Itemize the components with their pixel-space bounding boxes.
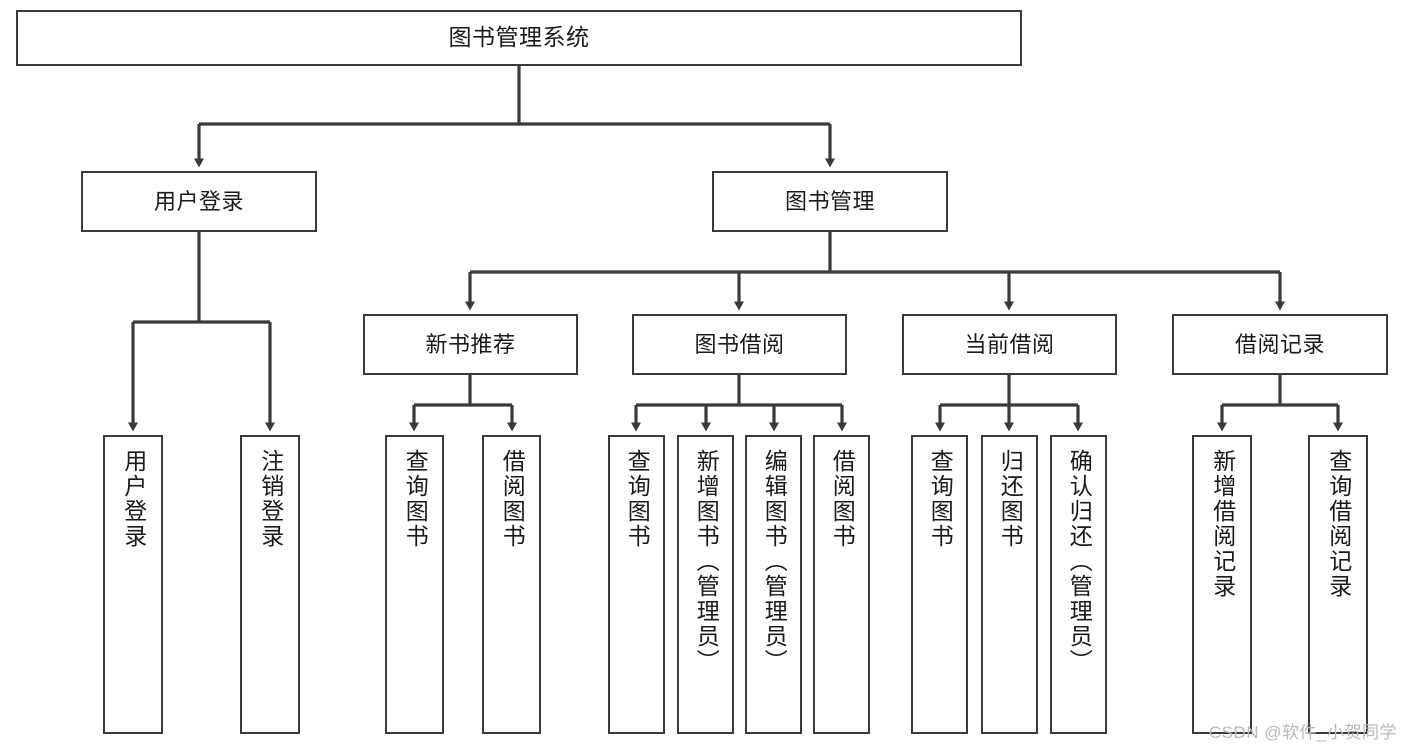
leaf-query-book-borrow-label: 查询图书 bbox=[624, 449, 651, 549]
node-borrow-record-label: 借阅记录 bbox=[1234, 331, 1325, 357]
leaf-add-borrow-record[interactable]: 新增借阅记录 bbox=[1192, 435, 1252, 734]
csdn-watermark: CSDN @软件_小贺同学 bbox=[1208, 723, 1397, 742]
node-user-login[interactable]: 用户登录 bbox=[81, 171, 317, 232]
leaf-add-book-admin[interactable]: 新增图书（管理员） bbox=[677, 435, 734, 734]
leaf-logout[interactable]: 注销登录 bbox=[240, 435, 300, 734]
leaf-add-book-admin-label: 新增图书（管理员） bbox=[693, 449, 720, 674]
node-book-borrow[interactable]: 图书借阅 bbox=[632, 314, 847, 375]
leaf-borrow-book[interactable]: 借阅图书 bbox=[813, 435, 870, 734]
leaf-confirm-return-admin-label: 确认归还（管理员） bbox=[1066, 449, 1093, 674]
node-book-borrow-label: 图书借阅 bbox=[694, 331, 785, 357]
node-book-management[interactable]: 图书管理 bbox=[712, 171, 948, 232]
leaf-logout-label: 注销登录 bbox=[257, 449, 284, 549]
leaf-return-book-label: 归还图书 bbox=[997, 449, 1024, 549]
leaf-query-book-current[interactable]: 查询图书 bbox=[911, 435, 968, 734]
leaf-query-borrow-record[interactable]: 查询借阅记录 bbox=[1308, 435, 1368, 734]
node-new-book-recommend[interactable]: 新书推荐 bbox=[363, 314, 578, 375]
node-book-management-label: 图书管理 bbox=[784, 188, 875, 214]
node-user-login-label: 用户登录 bbox=[153, 188, 244, 214]
leaf-borrow-book-recommend[interactable]: 借阅图书 bbox=[482, 435, 541, 734]
leaf-edit-book-admin[interactable]: 编辑图书（管理员） bbox=[745, 435, 802, 734]
leaf-query-book-current-label: 查询图书 bbox=[927, 449, 954, 549]
leaf-borrow-book-recommend-label: 借阅图书 bbox=[499, 449, 526, 549]
leaf-confirm-return-admin[interactable]: 确认归还（管理员） bbox=[1050, 435, 1107, 734]
leaf-query-book-borrow[interactable]: 查询图书 bbox=[608, 435, 665, 734]
node-new-book-recommend-label: 新书推荐 bbox=[425, 331, 516, 357]
leaf-query-borrow-record-label: 查询借阅记录 bbox=[1325, 449, 1352, 599]
node-root-label: 图书管理系统 bbox=[448, 24, 590, 51]
leaf-user-login[interactable]: 用户登录 bbox=[103, 435, 163, 734]
node-borrow-record[interactable]: 借阅记录 bbox=[1172, 314, 1388, 375]
leaf-edit-book-admin-label: 编辑图书（管理员） bbox=[761, 449, 788, 674]
leaf-query-book-recommend-label: 查询图书 bbox=[402, 449, 429, 549]
leaf-user-login-label: 用户登录 bbox=[120, 449, 147, 549]
leaf-query-book-recommend[interactable]: 查询图书 bbox=[385, 435, 444, 734]
leaf-borrow-book-label: 借阅图书 bbox=[829, 449, 856, 549]
node-current-borrow[interactable]: 当前借阅 bbox=[902, 314, 1117, 375]
leaf-add-borrow-record-label: 新增借阅记录 bbox=[1209, 449, 1236, 599]
node-current-borrow-label: 当前借阅 bbox=[964, 331, 1055, 357]
node-root[interactable]: 图书管理系统 bbox=[16, 10, 1022, 66]
leaf-return-book[interactable]: 归还图书 bbox=[981, 435, 1038, 734]
